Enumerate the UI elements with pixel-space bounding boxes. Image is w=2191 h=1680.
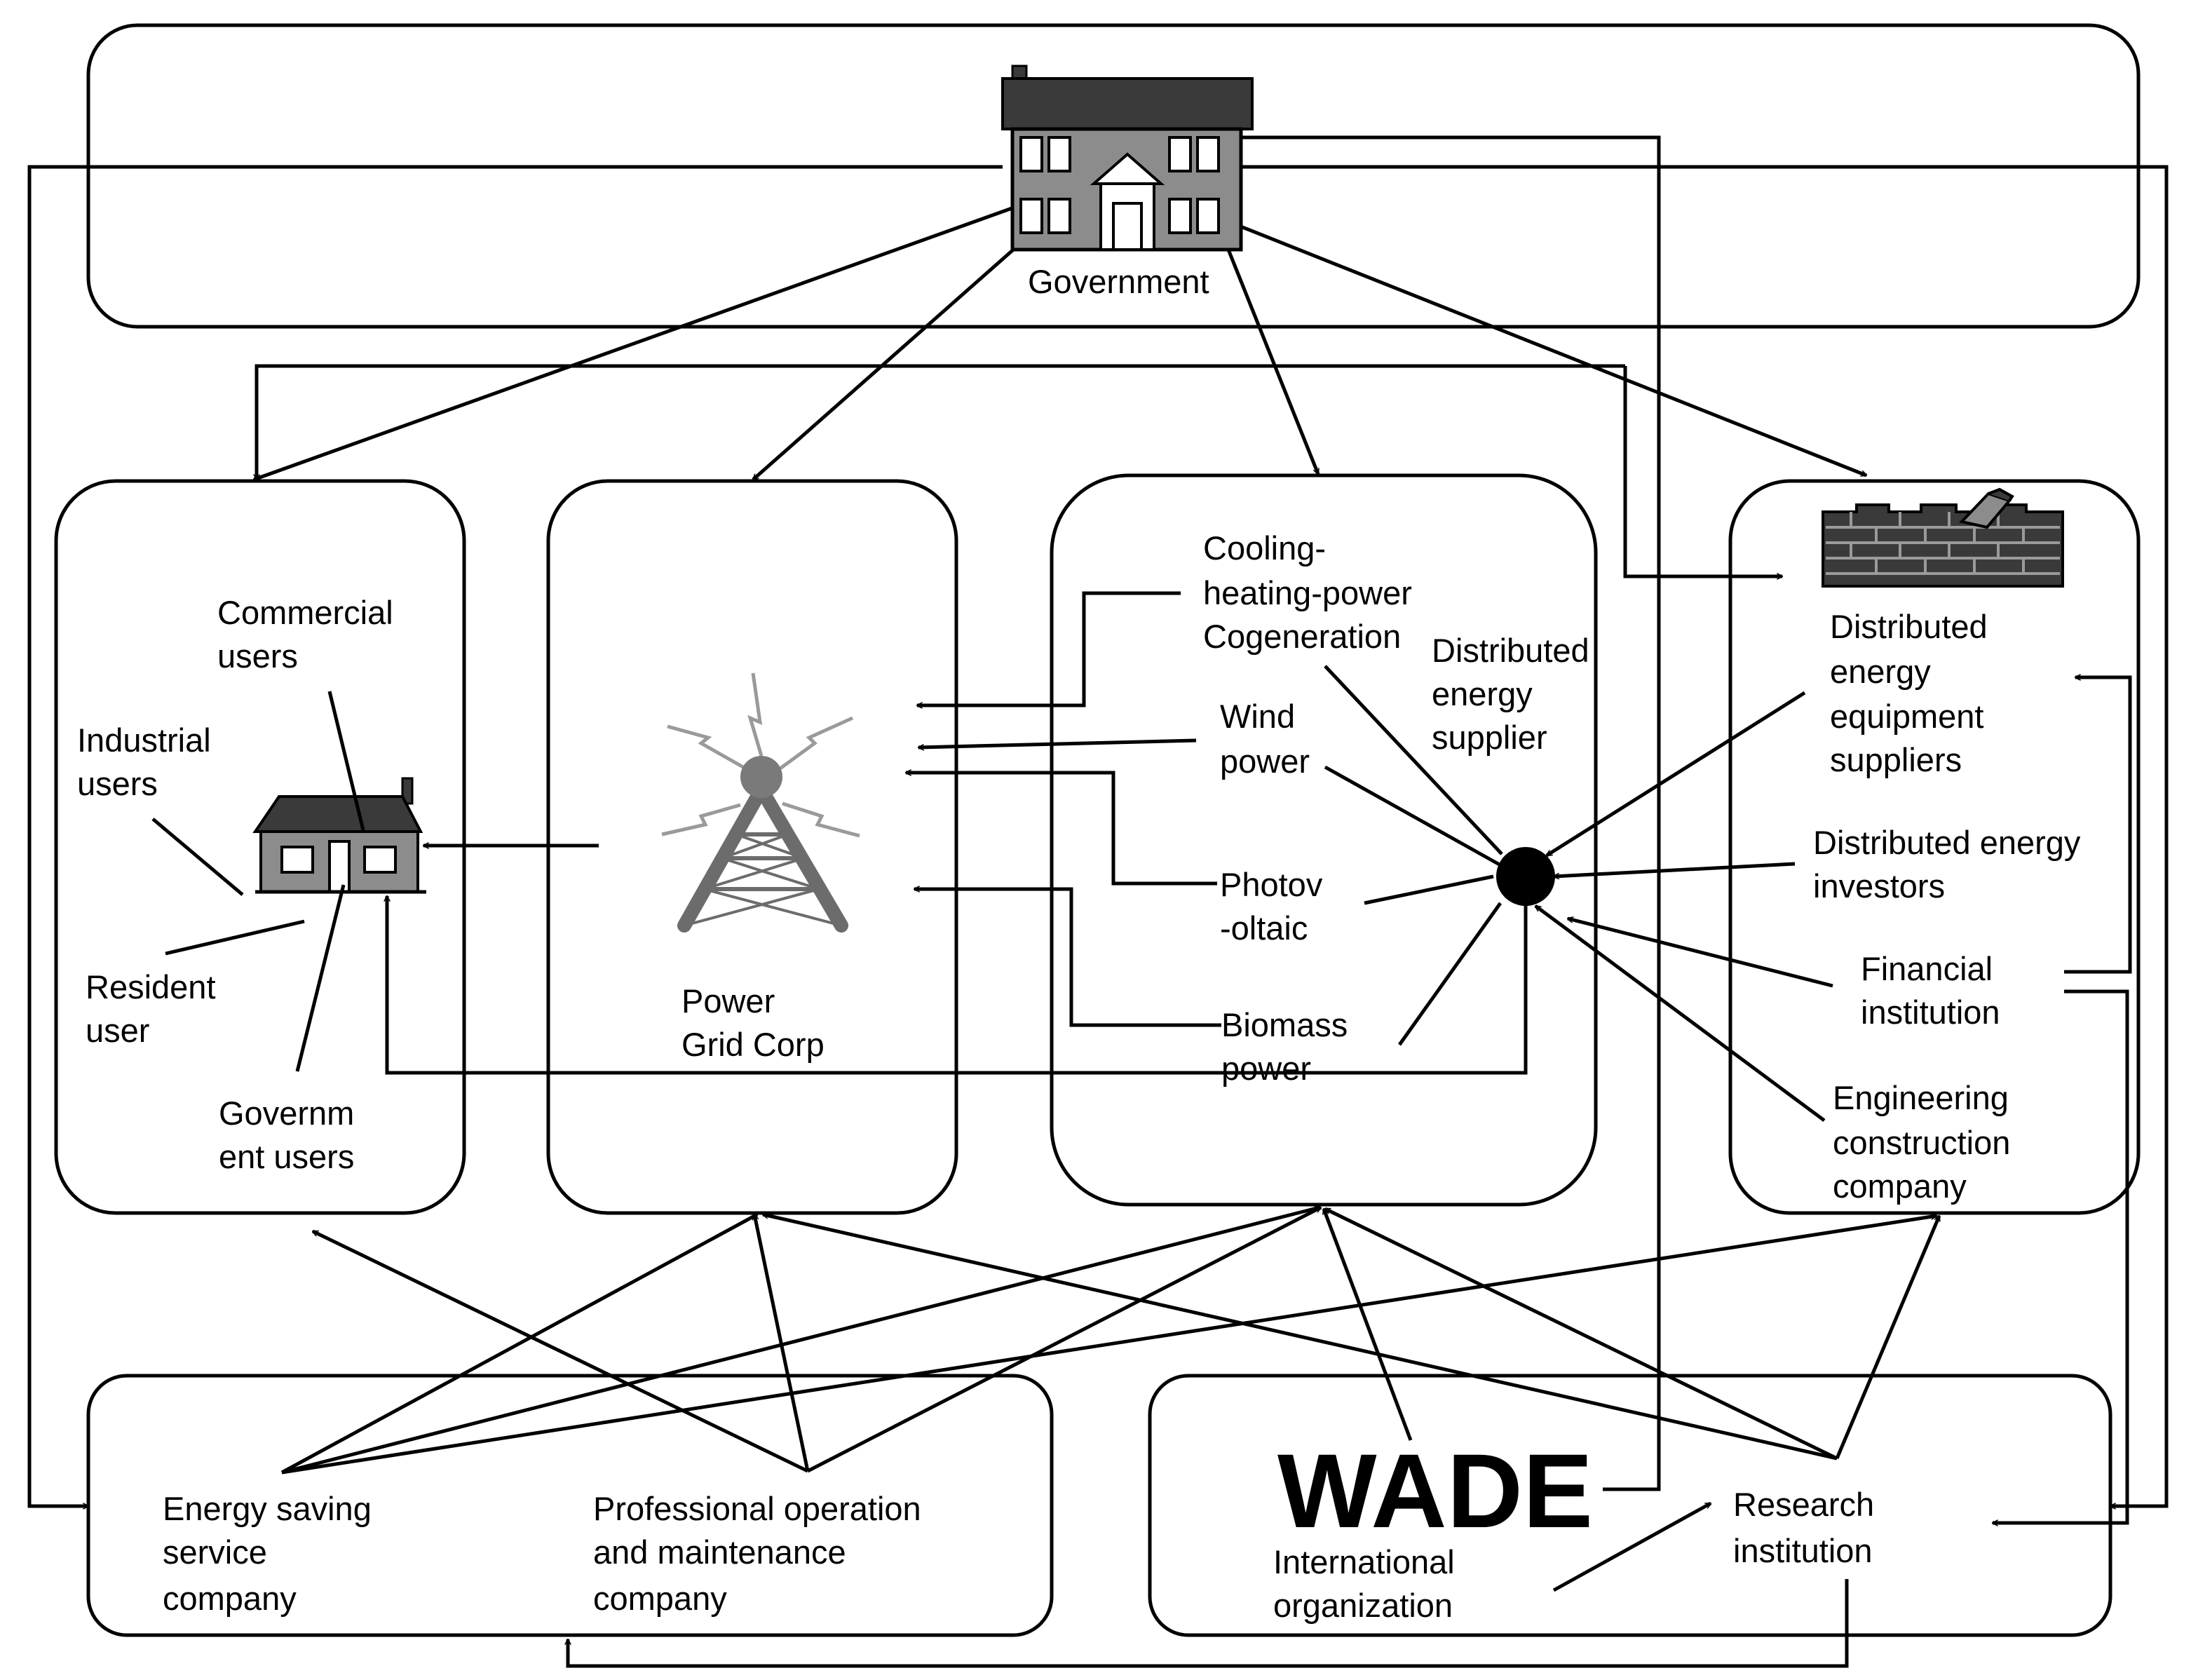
om-to-grid-line <box>754 1214 810 1472</box>
esco-to-engineering-line <box>281 1216 1936 1475</box>
resident-user-label: Resident user <box>86 968 225 1049</box>
cchp-label: Cooling- heating-power Cogeneration <box>1203 529 1421 655</box>
intl-to-distributed-line <box>1322 1209 1413 1441</box>
financial-to-hub-line <box>1568 919 1833 988</box>
pv-to-grid-line <box>906 773 1217 886</box>
investors-label: Distributed energy investors <box>1813 824 2089 905</box>
industrial-pointer <box>151 818 244 896</box>
international-org-label: International organization <box>1273 1543 1464 1624</box>
financial-institution-label: Financial institution <box>1861 950 2002 1031</box>
engineering-company-label: Engineering construction company <box>1833 1079 2019 1205</box>
resident-pointer <box>165 919 305 956</box>
industrial-users-label: Industrial users <box>77 722 220 802</box>
suppliers-box <box>1728 479 2141 1215</box>
research-to-esco-line <box>568 1579 1849 1668</box>
biomass-power-label: Biomass power <box>1221 1006 1357 1087</box>
wind-to-grid-line <box>918 738 1197 747</box>
wade-logo: WADE <box>1277 1432 1593 1550</box>
government-label: Government <box>1028 263 1209 300</box>
energy-saving-company-label: Energy saving service company <box>163 1490 381 1617</box>
biomass-to-grid-line <box>914 889 1221 1027</box>
photovoltaic-label: Photov -oltaic <box>1220 866 1331 947</box>
hub-to-users-line <box>387 896 1528 1075</box>
commercial-pointer <box>327 691 365 831</box>
black-circle-hub-icon <box>1496 847 1555 906</box>
equipment-suppliers-label: Distributed energy equipment suppliers <box>1830 608 1997 778</box>
equipment-to-hub-line <box>1547 691 1806 858</box>
power-grid-label: Power Grid Corp <box>681 982 825 1063</box>
gov-to-grid-line <box>753 234 1031 481</box>
research-institution-label: Research institution <box>1733 1486 1883 1569</box>
commercial-users-label: Commercial users <box>217 594 402 675</box>
esco-to-grid-line <box>280 1212 757 1475</box>
cchp-hub-line <box>1324 665 1503 855</box>
gov-to-energy-saving-line <box>27 165 1003 1506</box>
government-users-label: Governm ent users <box>219 1095 363 1175</box>
om-company-label: Professional operation and maintenance c… <box>593 1490 930 1617</box>
engineering-to-hub-line <box>1535 904 1826 1123</box>
research-to-engineering-line <box>1835 1216 1941 1459</box>
wade-to-gov-line <box>1237 137 1661 1491</box>
financial-to-research-line <box>1993 989 2129 1523</box>
pv-hub-line <box>1364 874 1494 905</box>
investors-to-hub-line <box>1554 862 1796 876</box>
users-suppliers-loop-line <box>257 364 1625 480</box>
government-users-pointer <box>295 884 346 1072</box>
gov-to-users-line <box>254 205 1015 482</box>
connectors <box>27 137 2169 1668</box>
biomass-hub-line <box>1397 902 1503 1046</box>
government-building-icon <box>1001 65 1254 252</box>
research-to-distributed-line <box>1325 1207 1838 1461</box>
distributed-energy-box <box>1050 473 1598 1207</box>
intl-to-research-line <box>1552 1501 1711 1592</box>
cchp-to-grid-line <box>917 591 1181 705</box>
brick-wall-icon <box>1822 487 2064 588</box>
wind-power-label: Wind power <box>1220 698 1310 780</box>
house-icon <box>252 777 426 894</box>
loop-to-equipment-line <box>1623 366 1782 576</box>
om-to-distributed-line <box>806 1205 1321 1473</box>
distributed-energy-supplier-label: Distributed energy supplier <box>1432 632 1599 756</box>
transmission-tower-icon <box>661 672 860 933</box>
financial-to-equipment-line <box>2064 677 2132 974</box>
gov-to-research-line <box>1235 165 2169 1506</box>
gov-to-distributed-line <box>1226 249 1320 474</box>
wind-hub-line <box>1324 765 1505 869</box>
esco-to-distributed-line <box>281 1207 1320 1475</box>
om-to-users-line <box>313 1229 809 1473</box>
research-to-grid-line <box>763 1214 1838 1461</box>
gov-to-suppliers-line <box>1235 222 1866 477</box>
